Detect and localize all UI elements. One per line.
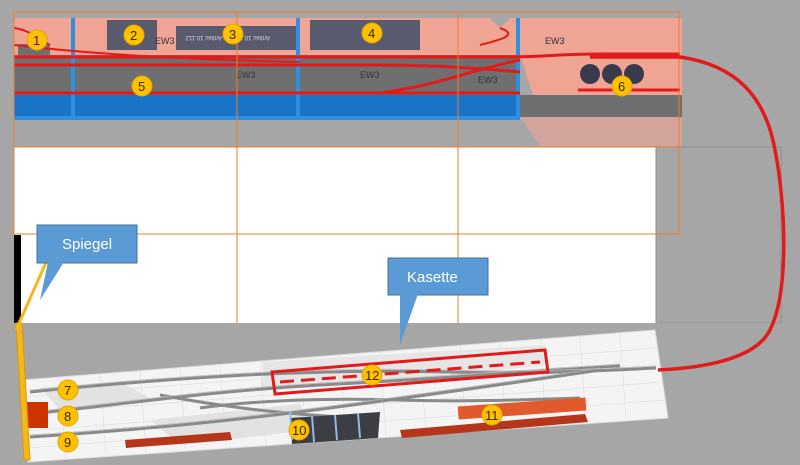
water-strip: [14, 95, 520, 117]
svg-text:7: 7: [64, 383, 71, 398]
marker-5: 5: [131, 75, 153, 97]
marker-9: 9: [57, 431, 79, 453]
cassette-callout-label: Kasette: [407, 269, 458, 286]
svg-text:5: 5: [138, 79, 145, 94]
svg-text:10: 10: [292, 423, 306, 438]
lower-station-section: [21, 329, 669, 463]
svg-text:3: 3: [229, 27, 236, 42]
svg-text:1: 1: [33, 33, 40, 48]
grid-outline-top: [13, 11, 680, 235]
marker-2: 2: [123, 24, 145, 46]
svg-text:4: 4: [368, 26, 375, 41]
marker-12: 12: [361, 364, 383, 386]
svg-text:6: 6: [618, 79, 625, 94]
cassette-frame: [270, 348, 550, 396]
marker-11: 11: [481, 404, 503, 426]
divider-1: [71, 18, 75, 118]
cassette-dashed-track: [279, 360, 541, 384]
marker-4: 4: [361, 22, 383, 44]
divider-3: [516, 18, 520, 118]
mirror-callout-box: [36, 224, 138, 264]
right-top-salmon: [520, 18, 680, 55]
building-bottom: [125, 432, 232, 448]
ew3-label-3: EW3: [360, 70, 380, 80]
ew3-label-2: EW3: [236, 70, 256, 80]
cassette-callout-tail: [400, 294, 418, 345]
cassette-callout-box: [387, 257, 489, 296]
ew3-label-4: EW3: [478, 75, 498, 85]
red-track-2: [14, 63, 521, 74]
mirror-callout-tail: [40, 262, 64, 300]
building-long: [400, 414, 588, 438]
upper-station-section: Artitec 10.112 Artitec 10.112 EW3 EW3 EW…: [13, 18, 682, 146]
red-track-4: [379, 58, 521, 95]
marker-10: 10: [288, 419, 310, 441]
markers: 1 2 3 4 5 6 7 8 9 10 11 12: [26, 22, 633, 453]
right-fade: [520, 117, 682, 146]
mirror-callout-label: Spiegel: [62, 236, 112, 253]
red-track-6: [479, 27, 510, 46]
building-left: [26, 402, 48, 428]
marker-8: 8: [57, 405, 79, 427]
marker-1: 1: [26, 29, 48, 51]
loco-label-a: Artitec 10.112: [185, 34, 222, 40]
ew3-label-1: EW3: [155, 36, 175, 46]
svg-text:9: 9: [64, 435, 71, 450]
red-track-5: [13, 44, 301, 63]
water-edge: [14, 116, 520, 120]
mirror-callout: Spiegel: [36, 224, 138, 300]
cassette-callout: Kasette: [387, 257, 489, 345]
wheel-1: [580, 64, 600, 84]
connecting-loop: [590, 55, 786, 372]
svg-text:8: 8: [64, 409, 71, 424]
svg-text:2: 2: [130, 28, 137, 43]
loco-label-b: Artitec 10.112: [233, 34, 270, 40]
left-edge: [14, 235, 21, 323]
ew3-label-5: EW3: [545, 36, 565, 46]
white-board-left: [14, 147, 656, 235]
lower-track-sleepers: [29, 363, 657, 436]
svg-text:12: 12: [365, 368, 379, 383]
red-track-1: [14, 52, 680, 59]
marker-7: 7: [57, 379, 79, 401]
grey-right-block: [655, 146, 782, 324]
right-bed: [520, 95, 682, 117]
marker-6: 6: [611, 75, 633, 97]
marker-3: 3: [222, 23, 244, 45]
divider-2: [296, 18, 300, 118]
mirror-callout-pointer: [14, 257, 50, 331]
svg-text:11: 11: [485, 408, 499, 423]
